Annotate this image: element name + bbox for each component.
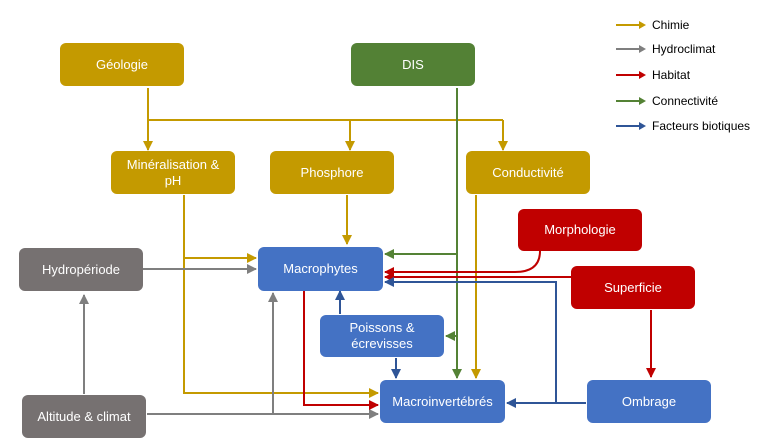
arrow-icon xyxy=(616,122,646,130)
edge-mineralisation-macrophytes xyxy=(183,195,257,263)
node-phosphore: Phosphore xyxy=(270,151,394,194)
node-macroinvertebres: Macroinvertébrés xyxy=(380,380,505,423)
arrow-icon xyxy=(616,97,646,105)
edge-ombrage-macrophytes xyxy=(384,277,557,403)
legend-label: Habitat xyxy=(652,68,691,82)
node-superficie: Superficie xyxy=(571,266,695,309)
edge-morphologie-macrophytes xyxy=(384,250,541,277)
arrow-icon xyxy=(616,45,646,53)
legend-item-connectivite: Connectivité xyxy=(616,94,718,108)
node-dis: DIS xyxy=(351,43,475,86)
legend-label: Connectivité xyxy=(652,94,719,108)
edge-mineralisation-macroinvertebres xyxy=(183,258,379,398)
node-geologie: Géologie xyxy=(60,43,184,86)
legend-label: Facteurs biotiques xyxy=(652,119,751,133)
node-ombrage: Ombrage xyxy=(587,380,711,423)
edge-macrophytes-macroinvertebres xyxy=(303,291,379,410)
legend-item-facteurs-biotiques: Facteurs biotiques xyxy=(616,119,750,133)
node-macrophytes: Macrophytes xyxy=(258,247,383,291)
legend-label: Hydroclimat xyxy=(652,42,716,56)
arrow-icon xyxy=(616,71,646,79)
node-morphologie: Morphologie xyxy=(518,209,642,251)
legend-item-habitat: Habitat xyxy=(616,68,690,82)
node-poissons: Poissons & écrevisses xyxy=(320,315,444,357)
node-hydroperiode: Hydropériode xyxy=(19,248,143,291)
legend-item-chimie: Chimie xyxy=(616,18,689,32)
node-mineralisation: Minéralisation & pH xyxy=(111,151,235,194)
legend-label: Chimie xyxy=(652,18,690,32)
arrow-icon xyxy=(616,21,646,29)
edge-geologie-split xyxy=(147,88,503,121)
node-conductivite: Conductivité xyxy=(466,151,590,194)
legend-item-hydroclimat: Hydroclimat xyxy=(616,42,715,56)
node-altitude: Altitude & climat xyxy=(22,395,146,438)
